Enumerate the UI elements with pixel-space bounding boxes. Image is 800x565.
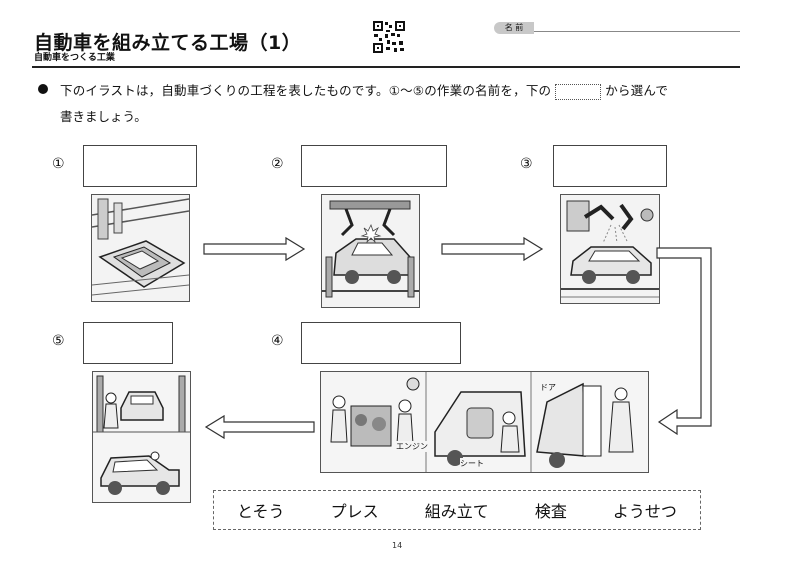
page-title: 自動車を組み立てる工場（1）	[34, 32, 302, 54]
arrow-right-icon	[203, 236, 306, 262]
answer-box-5[interactable]	[83, 322, 173, 364]
word-bank-item: ようせつ	[612, 502, 677, 521]
arrow-down-return-icon	[656, 247, 712, 436]
step-number-1: ①	[52, 156, 65, 172]
word-bank: とそう プレス 組み立て 検査 ようせつ	[213, 490, 701, 530]
arrow-right-icon	[441, 236, 544, 262]
step-number-3: ③	[520, 156, 533, 172]
instruction-line-2: 書きましょう。	[60, 109, 147, 124]
door-label: ドア	[540, 383, 556, 392]
answer-box-2[interactable]	[301, 145, 447, 187]
step-number-2: ②	[271, 156, 284, 172]
welding-illustration	[321, 194, 420, 308]
page-subtitle: 自動車をつくる工業	[34, 53, 115, 63]
seat-label: シート	[460, 458, 484, 469]
assembly-illustration	[320, 371, 649, 473]
instruction-line-1: 下のイラストは，自動車づくりの工程を表したものです。①～⑤の作業の名前を，下の か…	[60, 80, 668, 100]
word-bank-item: プレス	[330, 502, 379, 521]
step-number-4: ④	[271, 333, 284, 349]
answer-box-3[interactable]	[553, 145, 667, 187]
press-illustration	[91, 194, 190, 302]
instruction-text-after: から選んで	[605, 83, 669, 98]
answer-box-4[interactable]	[301, 322, 461, 364]
qr-code-icon[interactable]	[372, 20, 406, 54]
instruction-text-before: 下のイラストは，自動車づくりの工程を表したものです。①～⑤の作業の名前を，下の	[60, 83, 552, 98]
dotted-box-icon	[555, 83, 602, 100]
header-divider	[32, 66, 740, 68]
name-field[interactable]	[534, 31, 740, 32]
bullet-icon	[38, 84, 48, 94]
step-number-5: ⑤	[52, 333, 65, 349]
page-number: 14	[392, 541, 403, 550]
arrow-left-icon	[204, 414, 315, 440]
engine-label: エンジン	[396, 441, 428, 452]
answer-box-1[interactable]	[83, 145, 197, 187]
word-bank-item: 検査	[534, 502, 567, 521]
inspection-illustration	[92, 371, 191, 503]
painting-illustration	[560, 194, 660, 304]
word-bank-item: とそう	[237, 502, 285, 521]
word-bank-item: 組み立て	[424, 502, 489, 521]
name-label: 名 前	[494, 22, 534, 34]
